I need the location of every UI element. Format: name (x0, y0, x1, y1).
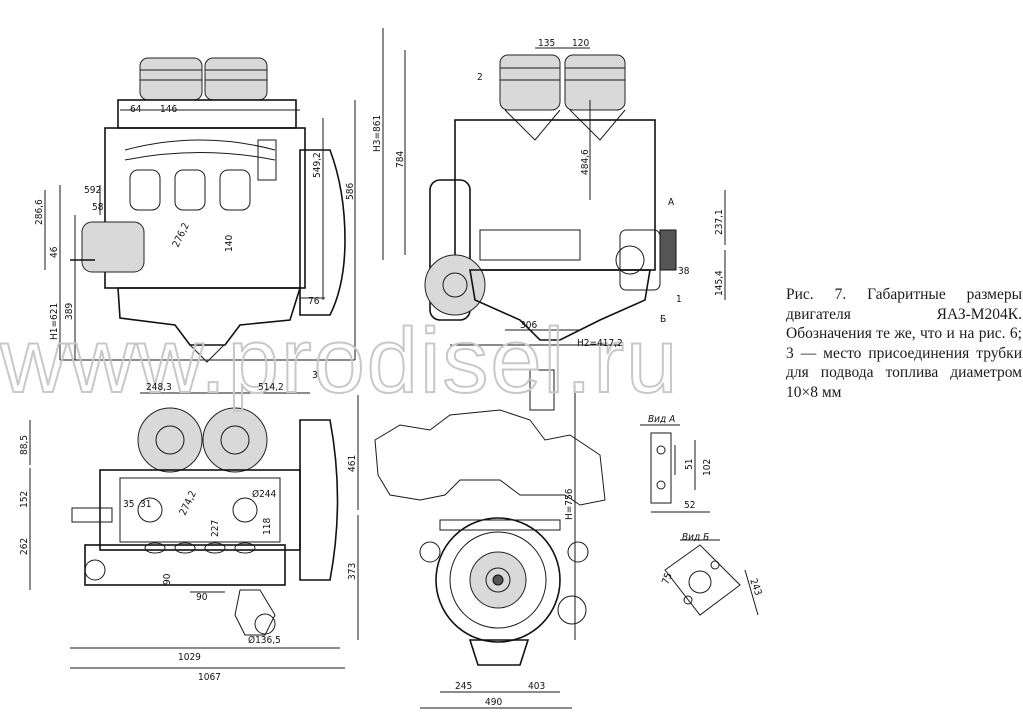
dim-label: 237,1 (714, 209, 725, 235)
side-view-dimensions: 135 120 H3=861 784 484,6 237,1 38 145,4 … (372, 38, 725, 349)
dim-label: 586 (345, 183, 356, 200)
detail-a-title: Вид А (648, 414, 675, 425)
dim-label: 274,2 (178, 489, 199, 517)
dim-label: 38 (678, 266, 690, 277)
dim-label: 102 (702, 459, 713, 476)
dim-label: H=756 (564, 488, 575, 520)
callout-a: А (668, 197, 675, 208)
dim-label: 76 (308, 296, 320, 307)
dim-label: 1067 (198, 672, 221, 683)
front-view (44, 57, 356, 363)
dim-label: 135 (538, 38, 555, 49)
dim-label: 245 (455, 681, 472, 692)
dim-label: 1029 (178, 652, 201, 663)
detail-a (640, 424, 710, 513)
dim-label: Ø244 (252, 488, 277, 500)
dim-label: 51 (684, 459, 695, 470)
dim-label: 373 (347, 563, 358, 580)
detail-b (664, 539, 759, 616)
dim-label: 549,2 (312, 152, 323, 178)
rear-view-dimensions: H=756 245 490 403 (455, 488, 575, 708)
watermark-text: www.prodisel.ru (0, 310, 679, 412)
dim-label: 90 (196, 592, 208, 603)
side-view (382, 28, 726, 346)
dim-label: 146 (160, 104, 177, 115)
dim-label: 31 (140, 499, 151, 510)
dim-label: 145,4 (714, 270, 725, 296)
dim-label: 64 (130, 104, 142, 115)
dim-label: 140 (224, 235, 235, 252)
dim-label: 88,5 (19, 435, 30, 455)
dim-label: 243 (747, 577, 763, 597)
dim-label: 461 (347, 455, 358, 472)
dim-label: 490 (485, 697, 502, 708)
dim-label: 389 (64, 303, 75, 320)
figure-caption: Рис. 7. Габаритные размеры двигателя ЯАЗ… (786, 285, 1022, 402)
dim-label: 403 (528, 681, 545, 692)
dim-label: 514,2 (258, 382, 284, 393)
dim-label: 90 (162, 573, 173, 585)
rear-view (374, 369, 606, 709)
callout-3: 3 (312, 370, 318, 381)
dim-label: 52 (684, 500, 695, 511)
dim-label: 592 (84, 185, 101, 196)
dim-label: 248,3 (146, 382, 172, 393)
callout-b: Б (660, 314, 666, 325)
dim-label: 484,6 (580, 149, 591, 175)
callout-2: 2 (477, 72, 483, 83)
dim-label: 306 (520, 320, 537, 331)
dim-label: 227 (210, 520, 221, 537)
dim-label: Ø136,5 (248, 634, 281, 646)
dim-label: 35 (123, 499, 134, 510)
dim-label: 276,2 (171, 221, 192, 249)
dim-label: 784 (395, 151, 406, 168)
callout-numbers: 2 1 Б А 3 (312, 72, 682, 381)
dim-label: 120 (572, 38, 589, 49)
callout-1: 1 (676, 294, 682, 305)
detail-b-title: Вид Б (682, 532, 709, 543)
dim-label: 75 (660, 572, 674, 587)
front-view-dimensions: 64 146 592 58 286,6 46 H1=621 389 276,2 … (34, 104, 356, 340)
dim-label: 262 (19, 538, 30, 555)
top-view (29, 392, 359, 669)
dim-label: H3=861 (372, 115, 383, 152)
dim-label: 152 (19, 491, 30, 508)
dim-label: 286,6 (34, 199, 45, 225)
dim-label: 118 (262, 518, 273, 535)
caption-text: Рис. 7. Габаритные размеры двигателя ЯАЗ… (786, 286, 1022, 401)
dim-label: H1=621 (49, 303, 60, 340)
dim-label: 46 (49, 246, 60, 258)
dim-label: H2=417,2 (577, 338, 623, 349)
dim-label: 58 (92, 202, 104, 213)
